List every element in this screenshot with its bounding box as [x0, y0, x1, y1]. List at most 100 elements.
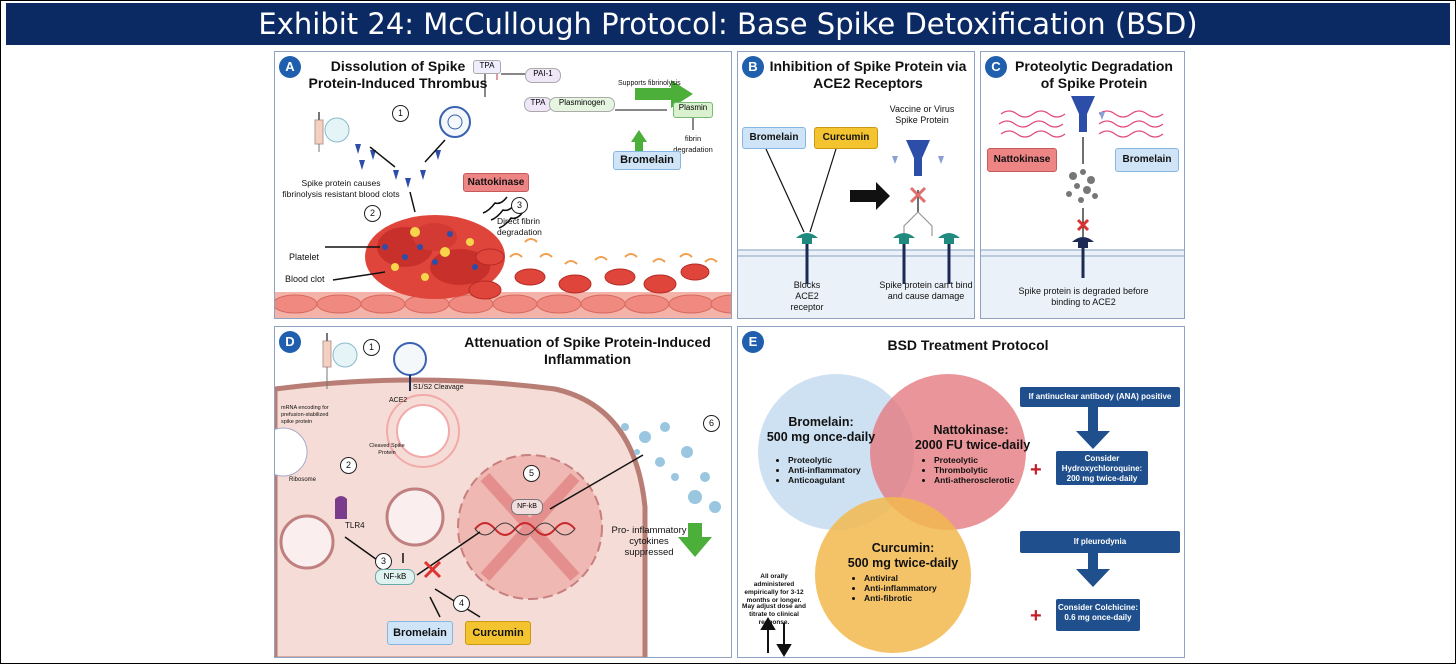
nattokinase-name: Nattokinase:	[933, 423, 1009, 437]
panel-a-step-1: 1	[392, 105, 409, 122]
panel-c-illustration	[981, 96, 1184, 318]
nfkb-nucleus-box: NF-kB	[511, 499, 543, 515]
colchicine-box: Consider Colchicine: 0.6 mg once-daily	[1056, 599, 1140, 631]
exhibit-title: Exhibit 24: McCullough Protocol: Base Sp…	[6, 3, 1450, 45]
panel-d-step-4: 4	[453, 595, 470, 612]
ace2-receptor-icon	[1072, 237, 1094, 278]
venn-curcumin	[815, 497, 971, 653]
hcq-dose: 200 mg twice-daily	[1066, 474, 1138, 483]
nfkb-box: NF-kB	[375, 569, 415, 585]
ace2-receptor-icon	[796, 233, 960, 284]
panel-a-nattokinase-box: Nattokinase	[463, 173, 529, 192]
hcq-title: Consider Hydroxychloroquine:	[1061, 454, 1143, 473]
virus-icon	[439, 106, 471, 138]
vaccine-spike-label: Vaccine or Virus Spike Protein	[889, 104, 955, 125]
tpa-box: TPA	[524, 97, 552, 112]
nattokinase-props: Proteolytic Thrombolytic Anti-atheroscle…	[924, 455, 1014, 485]
degraded-fragments	[1066, 169, 1098, 203]
nattokinase-prop: Proteolytic	[934, 455, 1014, 465]
curcumin-dose: 500 mg twice-daily	[847, 556, 959, 570]
panel-b-badge: B	[742, 56, 764, 78]
panel-c-nattokinase-box: Nattokinase	[987, 148, 1057, 172]
colchicine-title: Consider Colchicine:	[1057, 603, 1138, 612]
cant-bind-label: Spike protein can't bind and cause damag…	[879, 280, 973, 301]
mrna-label: mRNA encoding for prefusion-stabilized s…	[281, 405, 329, 425]
nattokinase-prop: Anti-atherosclerotic	[934, 475, 1014, 485]
panel-a-step-2: 2	[364, 205, 381, 222]
s1s2-cleavage-label: S1/S2 Cleavage	[413, 384, 464, 391]
panel-b: B Inhibition of Spike Protein via ACE2 R…	[737, 51, 975, 319]
venn-nattokinase	[870, 374, 1026, 530]
panel-e: E BSD Treatment Protocol Bromelain: 500 …	[737, 326, 1185, 658]
panel-d-step-1: 1	[363, 339, 380, 356]
panel-e-illustration	[758, 374, 1110, 657]
note-titrate: May adjust dose and titrate to clinical …	[742, 603, 806, 626]
plasmin-box: Plasmin	[673, 102, 713, 118]
plus-sign-2: +	[1030, 605, 1042, 627]
panel-d-bromelain-box: Bromelain	[387, 621, 453, 645]
spike-protein-icon	[1071, 96, 1095, 132]
panel-e-title: BSD Treatment Protocol	[887, 337, 1049, 353]
supports-fibrinolysis-label: Supports fibrinolysis	[618, 80, 681, 87]
bromelain-prop: Anti-inflammatory	[788, 465, 861, 475]
note-empirical: All orally administered empirically for …	[744, 573, 804, 604]
virus-icon	[393, 342, 427, 391]
syringe-icon	[314, 112, 350, 152]
colchicine-dose: 0.6 mg once-daily	[1064, 613, 1132, 622]
pai1-box: PAI-1	[525, 68, 561, 83]
panel-d-illustration	[275, 333, 721, 657]
venn-bromelain	[758, 374, 914, 530]
curcumin-prop: Anti-inflammatory	[864, 583, 937, 593]
platelet-label: Platelet	[289, 252, 320, 262]
plus-sign-1: +	[1030, 459, 1042, 481]
tlr4-label: TLR4	[345, 521, 365, 530]
panel-d-curcumin-box: Curcumin	[465, 621, 531, 645]
direct-fibrin-label: Direct fibrin degradation	[497, 216, 542, 237]
bromelain-dose: 500 mg once-daily	[766, 430, 876, 444]
fibrin-degradation-label: fibrin degradation	[673, 134, 713, 154]
panel-a-step-3: 3	[511, 197, 528, 214]
panel-a-badge: A	[279, 56, 301, 78]
panel-c-badge: C	[985, 56, 1007, 78]
panel-b-bromelain-box: Bromelain	[742, 127, 806, 149]
ana-positive-box: If antinuclear antibody (ANA) positive	[1020, 387, 1180, 407]
panel-d: D Attenuation of Spike Protein-Induced I…	[274, 326, 732, 658]
blood-clot-mass	[365, 215, 505, 299]
panel-e-badge: E	[742, 331, 764, 353]
panel-a-bromelain-box: Bromelain	[613, 151, 681, 170]
blocks-ace2-label: Blocks ACE2 receptor	[790, 280, 824, 312]
cleaved-spike-label: Cleaved Spike Protein	[369, 443, 405, 456]
panel-d-step-2: 2	[340, 457, 357, 474]
panel-a-illustration	[275, 70, 731, 318]
blood-clot-label: Blood clot	[285, 274, 325, 284]
ribosome-label: Ribosome	[289, 477, 317, 483]
panel-b-curcumin-box: Curcumin	[814, 127, 878, 149]
panel-b-illustration	[738, 140, 974, 318]
bromelain-prop: Proteolytic	[788, 455, 861, 465]
bromelain-prop: Anticoagulant	[788, 475, 861, 485]
pleurodynia-box: If pleurodynia	[1020, 531, 1180, 553]
nattokinase-dose: 2000 FU twice-daily	[914, 438, 1031, 452]
panel-b-title: Inhibition of Spike Protein via ACE2 Rec…	[769, 58, 967, 91]
panel-d-badge: D	[279, 331, 301, 353]
cytokines-label: Pro- inflammatory cytokines suppressed	[611, 525, 687, 558]
panel-c: C Proteolytic Degradation of Spike Prote…	[980, 51, 1185, 319]
nattokinase-prop: Thrombolytic	[934, 465, 1014, 475]
panel-a-title: Dissolution of Spike Protein-Induced Thr…	[308, 58, 488, 91]
ace2-label: ACE2	[389, 397, 408, 404]
spike-protein-icon	[906, 140, 930, 176]
spike-clots-label: Spike protein causes fibrinolysis resist…	[282, 178, 400, 199]
panel-c-title: Proteolytic Degradation of Spike Protein	[1015, 58, 1173, 91]
curcumin-prop: Anti-fibrotic	[864, 593, 937, 603]
curcumin-name: Curcumin:	[871, 541, 935, 555]
panel-a: A Dissolution of Spike Protein-Induced T…	[274, 51, 732, 319]
bromelain-props: Proteolytic Anti-inflammatory Anticoagul…	[778, 455, 861, 485]
tpa-top-box: TPA	[473, 60, 501, 74]
curcumin-prop: Antiviral	[864, 573, 937, 583]
bromelain-name: Bromelain:	[788, 415, 854, 429]
degraded-label: Spike protein is degraded before binding…	[1018, 286, 1149, 307]
plasminogen-box: Plasminogen	[549, 97, 615, 112]
panel-d-title: Attenuation of Spike Protein-Induced Inf…	[464, 334, 711, 367]
syringe-icon	[322, 333, 358, 389]
panel-d-step-6: 6	[703, 415, 720, 432]
